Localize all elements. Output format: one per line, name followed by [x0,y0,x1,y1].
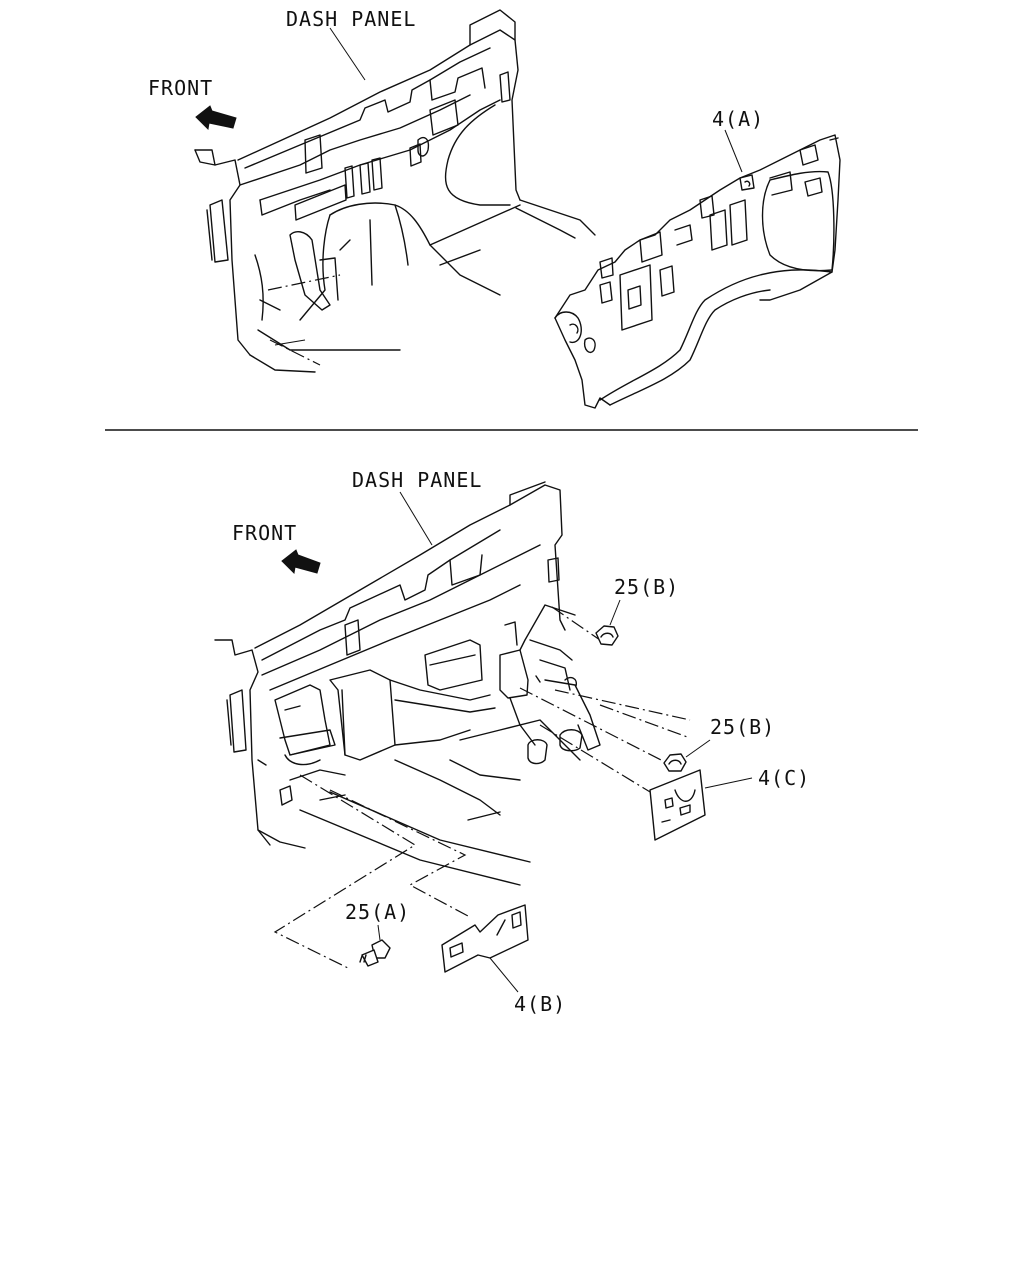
part-4c-plate [649,769,753,841]
part-25b-upper-nut [595,599,621,646]
part-4a-insulator [554,129,841,409]
part-25a-screw [359,924,391,967]
bottom-dash-panel-label: DASH PANEL [352,468,483,492]
top-dash-panel-assembly [194,9,596,373]
front-arrow-icon [195,105,237,131]
top-dash-panel-label: DASH PANEL [286,7,417,31]
bottom-dash-panel-assembly [214,481,601,886]
part-4a-label: 4(A) [712,107,765,131]
part-4b-label: 4(B) [514,992,567,1016]
part-4c-label: 4(C) [758,766,811,790]
part-4b-plate [441,904,529,993]
part-25b-upper-label: 25(B) [614,575,680,599]
bottom-front-label: FRONT [232,521,298,545]
part-25b-lower-label: 25(B) [710,715,776,739]
part-25a-label: 25(A) [345,900,411,924]
top-front-label: FRONT [148,76,214,100]
installation-lines [273,606,691,969]
front-arrow-icon [281,549,321,575]
part-25b-lower-nut [663,739,711,772]
